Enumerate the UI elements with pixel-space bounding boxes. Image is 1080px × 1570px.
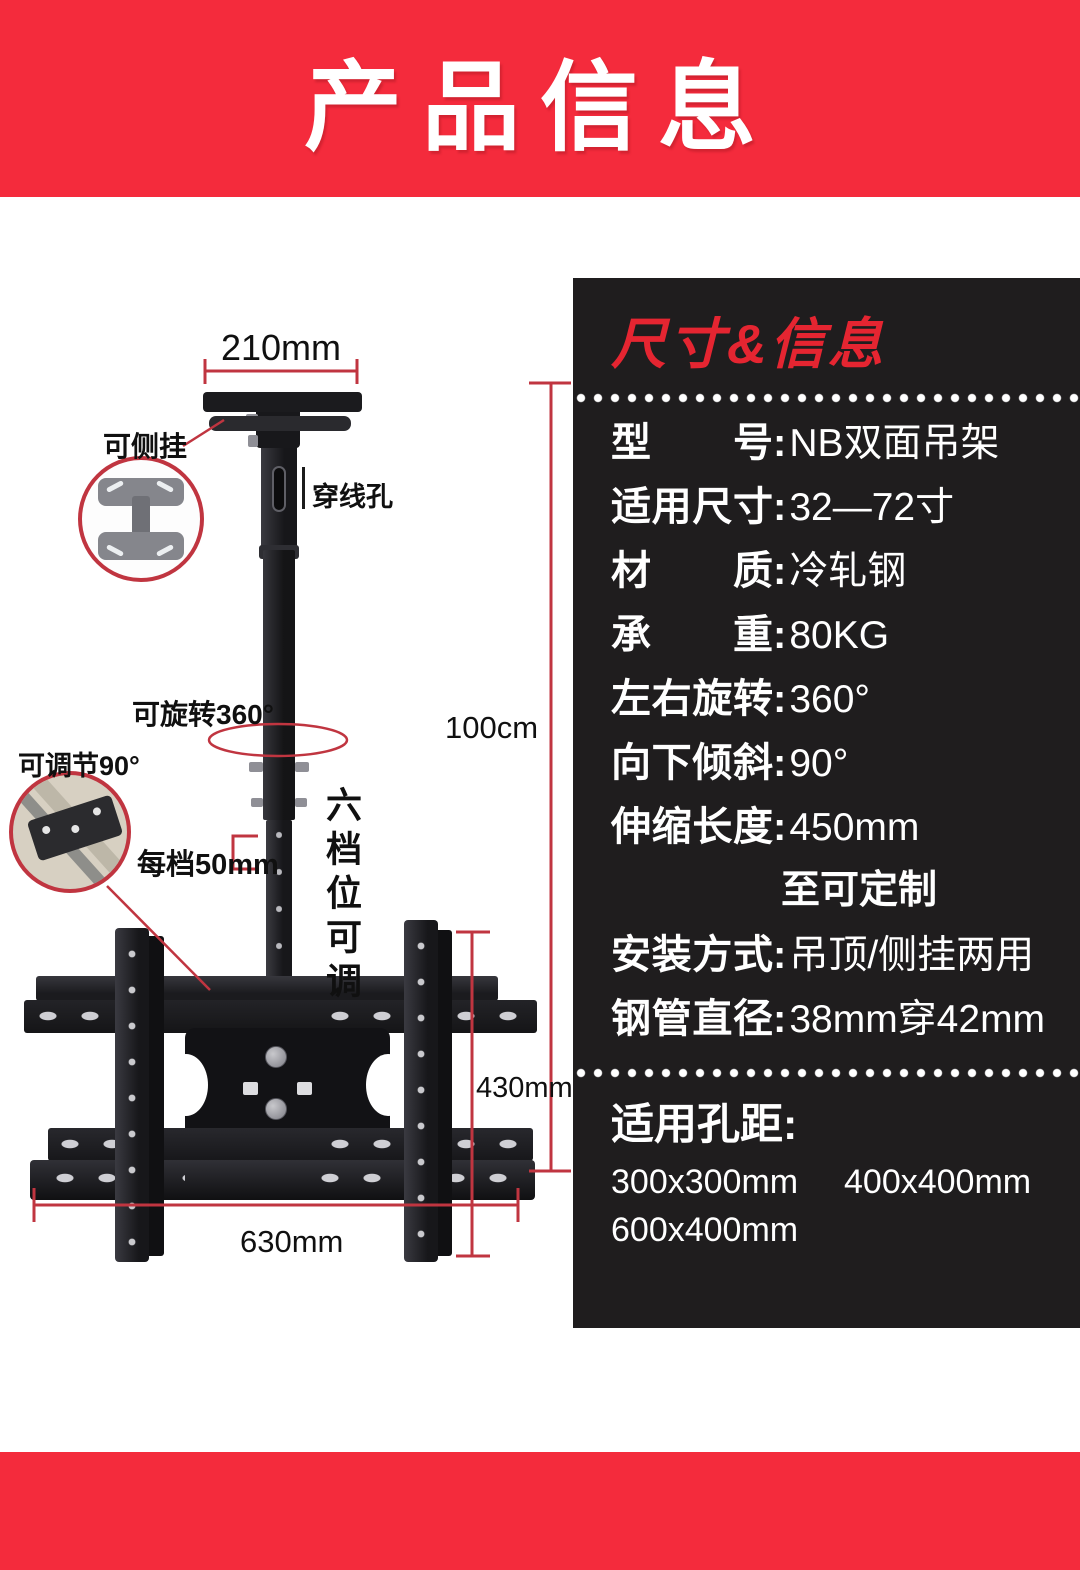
spec-list: 型号:NB双面吊架 适用尺寸:32—72寸 材质:冷轧钢 承重:80KG 左右旋… [611,421,1080,1041]
spec-colon: : [773,613,787,657]
spec-colon: : [773,933,787,977]
pole-bolt-right [295,762,309,772]
spec-colon: : [773,421,787,465]
spec-value: 吊顶/侧挂两用 [789,934,1035,977]
step-label: 每档50mm [137,849,279,881]
dim-630-label: 630mm [240,1224,344,1259]
spec-label: 伸缩长度 [611,805,773,849]
icon-slot [105,480,125,493]
pole-bolt-left-2 [251,798,263,807]
pole-bolt-left [249,762,263,772]
page-title: 产品信息 [303,51,776,162]
spec-row-size: 适用尺寸:32—72寸 [611,485,1080,529]
header-banner: 产品信息 [0,0,1080,197]
spec-label: 钢管直径 [611,997,773,1041]
tilt-callout-circle [9,771,131,893]
icon-slot [155,480,175,493]
spec-row-tilt: 向下倾斜:90° [611,741,1080,785]
spec-row-model: 型号:NB双面吊架 [611,421,1080,465]
tilt-label: 可调节90° [18,751,140,781]
hole-pattern: 400x400mm [844,1163,1032,1201]
holes-row-2: 600x400mm [611,1210,1080,1250]
spec-value: 冷轧钢 [789,550,907,593]
plate-cutout-right [366,1054,410,1116]
right-rail-holes [416,937,426,1247]
plate-cutout-left [164,1054,208,1116]
spec-value: 90° [789,742,849,785]
holes-heading: 适用孔距: [611,1101,798,1149]
spec-colon: : [773,485,787,529]
spec-value: 450mm [789,806,920,849]
hole-pattern: 600x400mm [611,1211,799,1249]
icon-slot [155,544,175,557]
spec-label: 型号 [611,421,773,465]
side-hang-icon-bar [132,496,150,542]
spec-value: 360° [789,678,870,721]
product-diagram: 210mm 可侧挂 穿线孔 可旋转360° 可调节90° 每档50mm 六档位可… [0,197,1080,1452]
side-hang-plate [209,416,351,431]
spec-label: 左右旋转 [611,677,773,721]
photo-hole [91,806,102,817]
plate-knob-top [265,1046,287,1068]
pole-adjust-holes [276,827,282,1027]
spec-label: 安装方式 [611,933,773,977]
holes-row-1: 300x300mm 400x400mm [611,1162,1080,1202]
left-rail-holes [127,945,137,1250]
dim-430-label: 430mm [476,1072,573,1104]
hub-bolt-2 [248,435,258,447]
spec-row-extend-note: 至可定制 [611,869,1080,913]
spec-row-install: 安装方式:吊顶/侧挂两用 [611,933,1080,977]
spec-panel-title: 尺寸&信息 [611,313,886,375]
spec-label: 适用尺寸 [611,485,773,529]
dotted-divider-top [573,392,1080,405]
side-hang-icon-bottom [98,532,184,560]
plate-knob-bottom [265,1098,287,1120]
spec-row-extend: 伸缩长度:450mm [611,805,1080,849]
spec-panel: 尺寸&信息 型号:NB双面吊架 适用尺寸:32—72寸 材质:冷轧钢 承重:80… [573,278,1080,1328]
spec-value: 32—72寸 [789,486,955,529]
six-levels-label: 六档位可调 [321,786,362,1006]
spec-colon: : [773,549,787,593]
hole-pattern: 300x300mm [611,1163,799,1201]
rotate-label: 可旋转360° [132,699,274,730]
photo-hole [41,824,52,836]
spec-colon: : [773,997,787,1041]
side-hang-label: 可侧挂 [103,431,188,462]
spec-label: 承重 [611,613,773,657]
dotted-divider-bottom [573,1067,1080,1080]
spec-extend-note: 至可定制 [781,869,938,912]
spec-value: 38mm穿42mm [789,998,1046,1041]
mount-pole-middle [263,550,295,820]
spec-row-load: 承重:80KG [611,613,1080,657]
spec-value: 80KG [789,614,890,657]
cable-hole-slot [272,466,286,512]
pole-bolt-right-2 [295,798,307,807]
plate-square-hole [297,1082,312,1095]
dim-210-label: 210mm [220,327,342,368]
cable-hole-pointer [302,467,305,509]
spec-row-material: 材质:冷轧钢 [611,549,1080,593]
dim-100cm-label: 100cm [445,710,539,745]
spec-value: NB双面吊架 [789,422,1000,465]
spec-colon: : [773,741,787,785]
spec-label: 向下倾斜 [611,741,773,785]
spec-colon: : [773,805,787,849]
spec-colon: : [773,677,787,721]
spec-row-rotation: 左右旋转:360° [611,677,1080,721]
cable-hole-label: 穿线孔 [312,482,393,512]
ceiling-plate [203,392,362,412]
side-hang-callout-circle [78,456,204,582]
left-rail-back [146,936,164,1256]
footer-banner [0,1452,1080,1570]
spec-label: 材质 [611,549,773,593]
spec-row-pipe: 钢管直径:38mm穿42mm [611,997,1080,1041]
icon-slot [105,544,125,557]
right-rail-back [434,930,452,1256]
plate-square-hole [243,1082,258,1095]
photo-hole [70,823,81,834]
